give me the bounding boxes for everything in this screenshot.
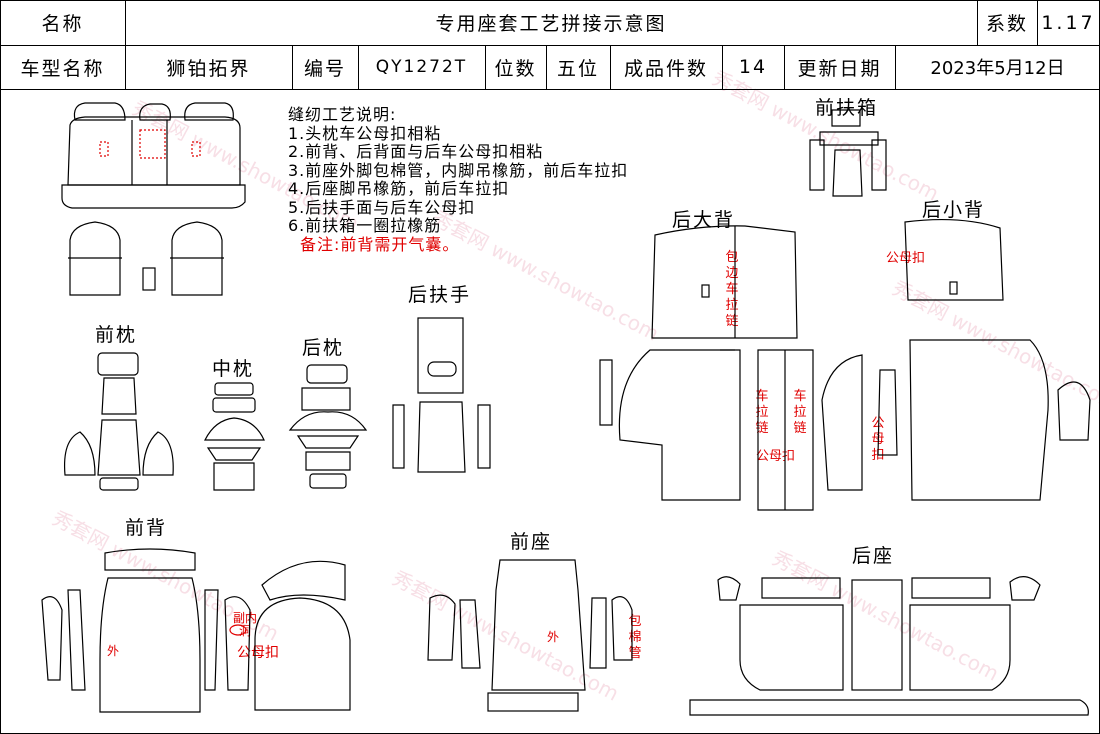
page-title: 专用座套工艺拼接示意图 [435,13,667,35]
section-rear-seat: 后座 [852,545,895,567]
annotation-snap-small-back: 公母扣 [886,251,926,266]
code-value: QY1272T [375,57,468,77]
annotation-zipper-left: 车拉链 [755,389,769,436]
section-middle-headrest: 中枕 [212,358,255,380]
model-value: 狮铂拓界 [166,57,251,80]
rear-small-back-pieces [877,218,1091,501]
col-divider [1037,0,1038,45]
coef-value: 1.17 [1041,11,1096,34]
pieces-value: 14 [738,56,768,78]
rear-big-back-pieces [599,225,863,511]
annotation-outer-front-back: 外 [107,644,120,658]
code-label: 编号 [303,57,346,80]
header-border-top [0,0,1100,1]
front-console-pieces [809,109,887,197]
pieces-label: 成品件数 [623,57,708,80]
section-front-headrest: 前枕 [95,324,138,346]
col-divider [546,45,547,89]
rear-headrest-pieces [288,364,368,489]
section-front-console: 前扶箱 [815,97,879,119]
col-divider [292,45,293,89]
front-seat-pieces [427,559,633,712]
model-label: 车型名称 [20,57,105,80]
col-divider [895,45,896,89]
middle-headrest-pieces [204,382,265,491]
date-value: 2023年5月12日 [930,58,1065,79]
note-item: 2.前背、后背面与后车公母扣相粘 [288,142,544,161]
front-headrest-pieces [63,352,174,491]
col-divider [977,0,978,45]
col-divider [610,45,611,89]
note-item: 1.头枕车公母扣相粘 [288,123,442,143]
section-rear-big-back: 后大背 [672,209,736,231]
section-front-back: 前背 [125,517,168,539]
col-divider [722,45,723,89]
col-divider [485,45,486,89]
annotation-zipper-right: 车拉链 [793,389,807,436]
section-rear-armrest: 后扶手 [408,284,472,306]
annotation-snap-front-back: 公母扣 [237,645,279,661]
col-divider [784,45,785,89]
col-divider [358,45,359,89]
section-rear-small-back: 后小背 [922,199,986,221]
seats-label: 位数 [494,57,537,80]
name-label: 名称 [41,13,84,35]
rear-armrest-pieces [392,317,491,473]
front-seat-preview-icon [68,221,224,296]
coef-label: 系数 [985,13,1028,35]
note-item: 4.后座脚吊橡筋，前后车拉扣 [288,179,510,198]
note-item: 6.前扶箱一圈拉橡筋 [288,216,442,235]
sewing-notes: 缝纫工艺说明: 1.头枕车公母扣相粘 2.前背、后背面与后车公母扣相粘 3.前座… [288,105,629,254]
section-front-seat: 前座 [510,531,553,553]
annotation-outer-front-seat: 外 [547,630,560,644]
note-item: 5.后扶手面与后车公母扣 [288,197,476,217]
header-border-bottom [0,89,1100,90]
col-divider [125,0,126,89]
header-row-divider [0,45,1100,46]
date-label: 更新日期 [797,57,882,80]
rear-bench-preview-icon [61,102,246,209]
rear-seat-pieces [689,576,1089,716]
seats-value: 五位 [556,57,599,80]
section-rear-headrest: 后枕 [302,337,345,359]
note-item: 3.前座外脚包棉管，内脚吊橡筋，前后车拉扣 [288,160,629,180]
front-back-pieces [41,548,351,713]
notes-title: 缝纫工艺说明: [288,105,397,124]
frame-left [0,0,1,734]
notes-remark: 备注:前背需开气囊。 [300,234,460,254]
